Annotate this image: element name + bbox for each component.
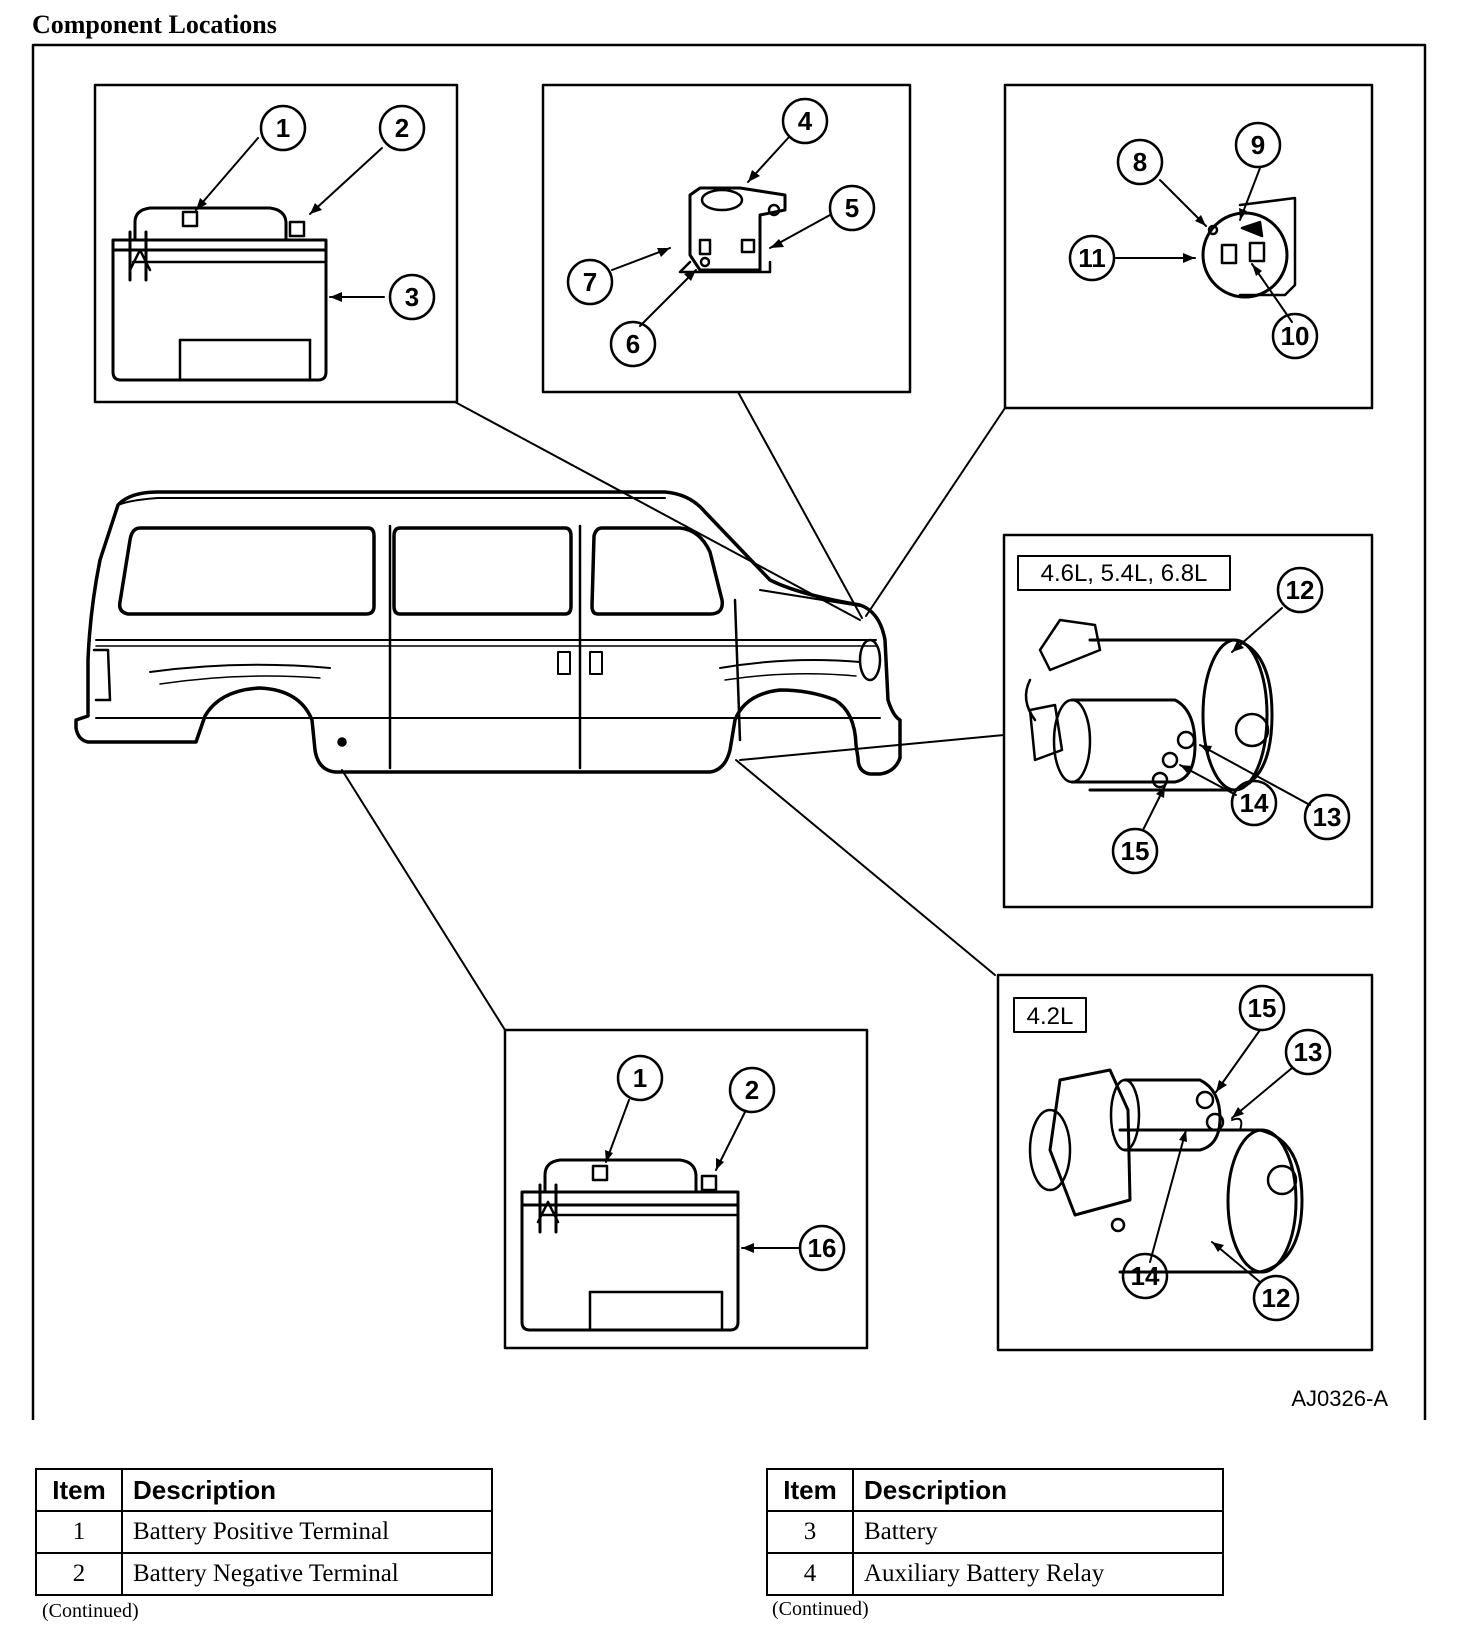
callout-12: 12: [1286, 575, 1315, 605]
callout-14: 14: [1240, 788, 1269, 818]
callout-9: 9: [1251, 130, 1265, 160]
callout-15: 15: [1121, 836, 1150, 866]
variant-label-v8: 4.6L, 5.4L, 6.8L: [1041, 560, 1208, 587]
callout-12-v6: 12: [1262, 1283, 1291, 1313]
table-row: 2 Battery Negative Terminal: [35, 1552, 493, 1596]
panel-battery-top: 1 2 3: [93, 83, 459, 404]
callout-7: 7: [583, 267, 597, 297]
component-locations-diagram: 1 2 3 4 5 7 6: [31, 43, 1427, 1420]
callout-13-v6: 13: [1294, 1037, 1323, 1067]
connector-drawing: [1201, 196, 1297, 299]
panel-starter-v8: 4.6L, 5.4L, 6.8L 12 13 14 15: [1002, 533, 1374, 909]
van-drawing: [74, 490, 902, 776]
callout-15-v6: 15: [1248, 993, 1277, 1023]
relay-drawing: [678, 186, 787, 274]
cell-item: 4: [766, 1552, 854, 1596]
cell-description: Battery Positive Terminal: [121, 1510, 493, 1554]
callout-1: 1: [276, 113, 290, 143]
figure-id: AJ0326-A: [1291, 1386, 1388, 1411]
legend-table-right: Item Description 3 Battery 4 Auxiliary B…: [766, 1468, 1224, 1596]
panel-connector: 8 9 11 10: [1003, 83, 1374, 410]
callout-11: 11: [1078, 243, 1106, 273]
cell-description: Auxiliary Battery Relay: [852, 1552, 1224, 1596]
battery-aux-drawing: [520, 1158, 740, 1332]
header-description: Description: [121, 1468, 493, 1512]
header-item: Item: [35, 1468, 123, 1512]
continued-note-right: (Continued): [772, 1598, 869, 1620]
callout-5: 5: [845, 193, 859, 223]
callout-2-aux: 2: [745, 1075, 759, 1105]
callout-3: 3: [405, 282, 419, 312]
callout-2: 2: [395, 113, 409, 143]
battery-drawing: [111, 206, 328, 382]
callout-1-aux: 1: [633, 1063, 647, 1093]
callout-8: 8: [1133, 147, 1147, 177]
cell-item: 1: [35, 1510, 123, 1554]
header-item: Item: [766, 1468, 854, 1512]
legend-table-left: Item Description 1 Battery Positive Term…: [35, 1468, 493, 1596]
panel-aux-relay: 4 5 7 6: [541, 83, 912, 394]
panel-battery-bottom: 1 2 16: [503, 1028, 869, 1350]
cell-description: Battery: [852, 1510, 1224, 1554]
variant-label-v6: 4.2L: [1027, 1003, 1074, 1030]
callout-14-v6: 14: [1131, 1261, 1160, 1291]
cell-item: 2: [35, 1552, 123, 1596]
callout-13: 13: [1313, 802, 1342, 832]
cell-description: Battery Negative Terminal: [121, 1552, 493, 1596]
callout-4: 4: [798, 106, 813, 136]
table-row: 3 Battery: [766, 1510, 1224, 1554]
continued-note-left: (Continued): [42, 1600, 139, 1622]
leader-lines: [341, 391, 1006, 1031]
header-description: Description: [852, 1468, 1224, 1512]
diagram-frame: [31, 43, 1427, 1420]
cell-item: 3: [766, 1510, 854, 1554]
callout-6: 6: [626, 329, 640, 359]
table-row: 4 Auxiliary Battery Relay: [766, 1552, 1224, 1596]
panel-starter-v6: 4.2L 15 13 14 12: [996, 973, 1374, 1352]
starter-v6-drawing: [1028, 1068, 1304, 1274]
callout-16: 16: [808, 1233, 837, 1263]
callout-10: 10: [1281, 321, 1310, 351]
table-row: 1 Battery Positive Terminal: [35, 1510, 493, 1554]
page-title: Component Locations: [32, 10, 277, 39]
